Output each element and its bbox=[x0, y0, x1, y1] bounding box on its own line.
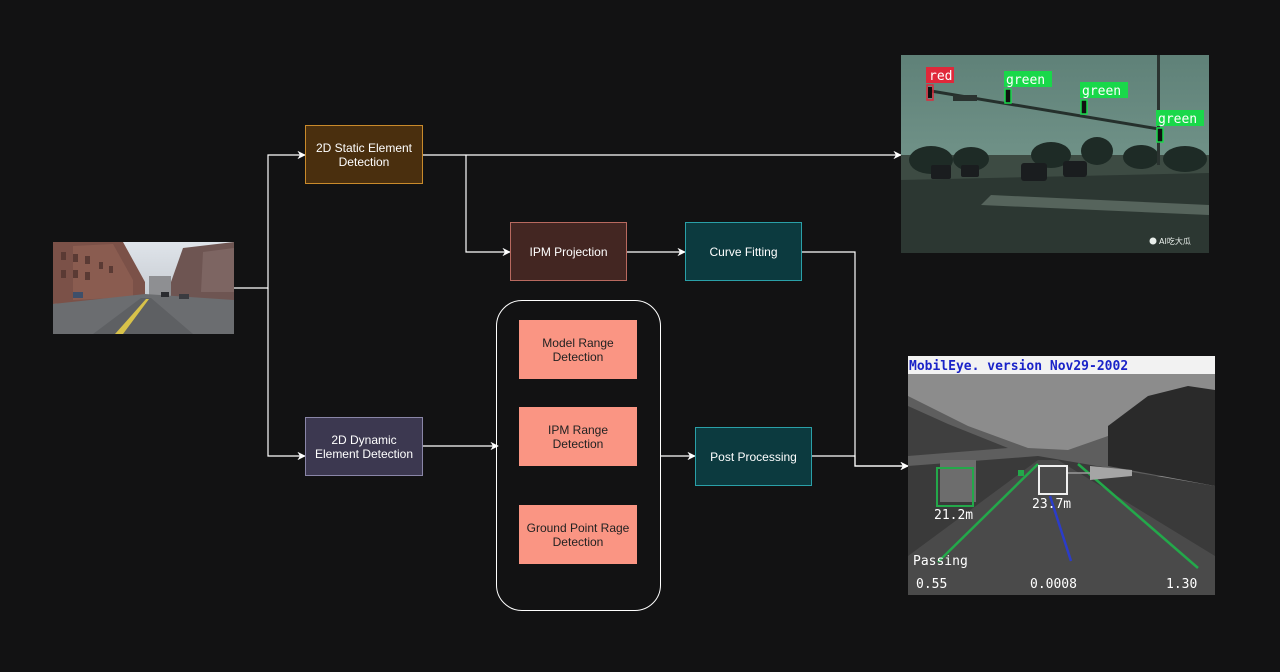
label-green-3: green bbox=[1158, 112, 1197, 127]
range-detection-group bbox=[496, 300, 661, 611]
edge-input-to-dynamic bbox=[267, 288, 306, 461]
wechat-icon bbox=[1149, 237, 1157, 245]
input-street-image bbox=[53, 242, 234, 334]
watermark-text: AI吃大瓜 bbox=[1159, 236, 1191, 246]
ground-point-node[interactable]: Ground Point Rage Detection bbox=[519, 505, 637, 564]
curve-fitting-node[interactable]: Curve Fitting bbox=[685, 222, 802, 281]
detection-box-green-2: green bbox=[1080, 82, 1128, 115]
detection-box-green-3: green bbox=[1156, 110, 1204, 143]
distance-left: 21.2m bbox=[934, 508, 973, 523]
readout-right: 1.30 bbox=[1166, 577, 1197, 592]
detection-box-green-1: green bbox=[1004, 71, 1052, 104]
static-detection-node[interactable]: 2D Static Element Detection bbox=[305, 125, 423, 184]
post-processing-node[interactable]: Post Processing bbox=[695, 427, 812, 486]
label-red: red bbox=[929, 69, 952, 84]
label-green-1: green bbox=[1006, 73, 1045, 88]
dynamic-detection-node[interactable]: 2D Dynamic Element Detection bbox=[305, 417, 423, 476]
edge-static-to-ipm bbox=[465, 155, 511, 257]
detection-box-red: red bbox=[926, 67, 954, 101]
edge-post-to-mobileye bbox=[812, 455, 909, 471]
edge-curve-to-mobileye bbox=[802, 251, 909, 471]
label-green-2: green bbox=[1082, 84, 1121, 99]
mobileye-header: MobilEye. version Nov29-2002 bbox=[909, 359, 1128, 374]
readout-mid: 0.0008 bbox=[1030, 577, 1077, 592]
readout-left: 0.55 bbox=[916, 577, 947, 592]
status-passing: Passing bbox=[913, 554, 968, 569]
edge-input-to-static bbox=[234, 150, 306, 289]
traffic-light-detection-image: red green green green AI吃大瓜 bbox=[901, 55, 1209, 253]
mobileye-output-image: MobilEye. version Nov29-2002 21.2m 23.7m… bbox=[908, 356, 1215, 595]
ipm-projection-node[interactable]: IPM Projection bbox=[510, 222, 627, 281]
ipm-range-node[interactable]: IPM Range Detection bbox=[519, 407, 637, 466]
model-range-node[interactable]: Model Range Detection bbox=[519, 320, 637, 379]
distance-right: 23.7m bbox=[1032, 497, 1071, 512]
